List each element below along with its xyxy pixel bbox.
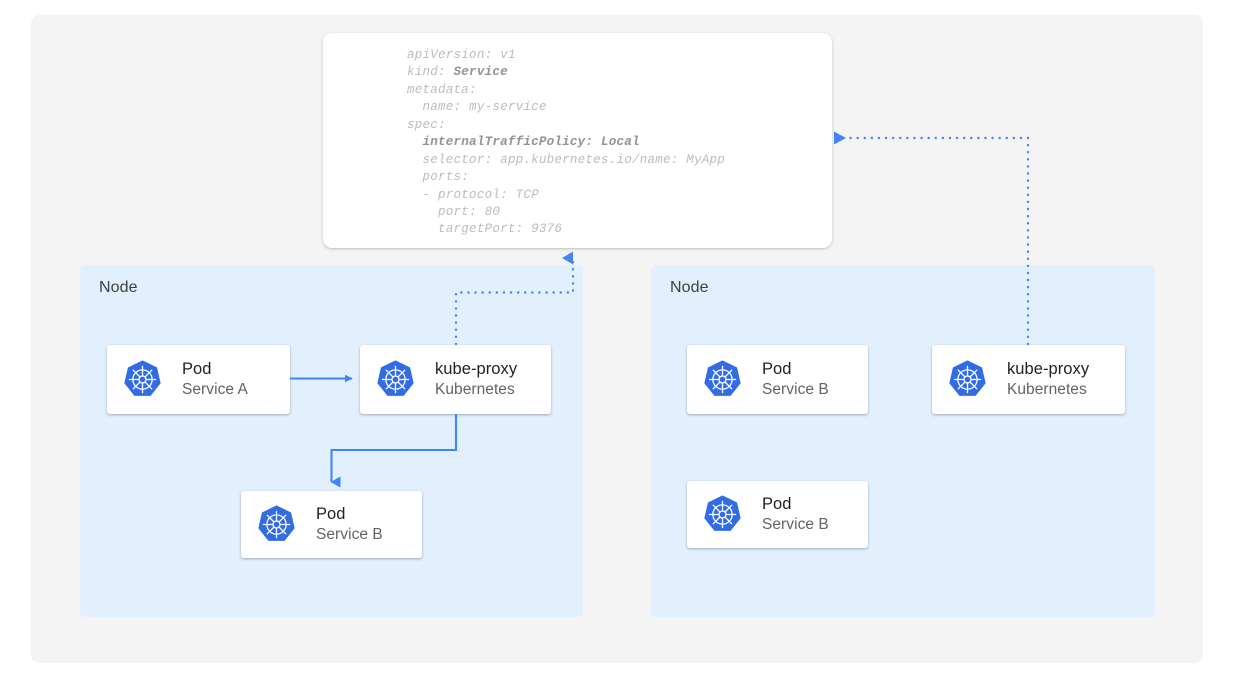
- card-title: Pod: [182, 360, 212, 378]
- card-title: kube-proxy: [1007, 360, 1090, 378]
- node-panel-right: Node: [651, 265, 1155, 617]
- card-title: Pod: [762, 495, 792, 513]
- yaml-line: - protocol: TCP: [407, 187, 539, 202]
- card-subtitle: Service B: [762, 516, 829, 533]
- card-pod-service-b-left[interactable]: Pod Service B: [241, 491, 422, 558]
- card-kube-proxy-left[interactable]: kube-proxy Kubernetes: [360, 345, 551, 414]
- yaml-line: targetPort: 9376: [407, 222, 563, 237]
- yaml-line: apiVersion: v1: [407, 48, 516, 62]
- card-title: Pod: [316, 505, 346, 523]
- yaml-line: port: 80: [407, 204, 501, 219]
- node-label: Node: [670, 279, 709, 296]
- kubernetes-icon: [947, 359, 988, 400]
- yaml-line: kind: Service: [407, 65, 508, 80]
- card-subtitle: Service B: [762, 381, 829, 398]
- kubernetes-icon: [702, 494, 743, 535]
- service-spec-card: apiVersion: v1 kind: Service metadata: nam…: [323, 33, 832, 248]
- card-kube-proxy-right[interactable]: kube-proxy Kubernetes: [932, 345, 1125, 414]
- card-title: Pod: [762, 360, 792, 378]
- card-pod-service-b-right-top[interactable]: Pod Service B: [687, 345, 868, 414]
- card-pod-service-a[interactable]: Pod Service A: [107, 345, 290, 414]
- service-spec-yaml: apiVersion: v1 kind: Service metadata: nam…: [407, 47, 725, 239]
- kubernetes-icon: [702, 359, 743, 400]
- kubernetes-icon: [122, 359, 163, 400]
- card-pod-service-b-right-bottom[interactable]: Pod Service B: [687, 481, 868, 548]
- card-subtitle: Kubernetes: [435, 381, 515, 398]
- yaml-line: internalTrafficPolicy: Local: [422, 135, 640, 150]
- node-label: Node: [99, 279, 138, 296]
- card-title: kube-proxy: [435, 360, 518, 378]
- yaml-line: ports:: [407, 170, 470, 185]
- kubernetes-icon: [256, 504, 297, 545]
- node-panel-left: Node: [80, 265, 583, 617]
- yaml-line: selector: app.kubernetes.io/name: MyApp: [407, 152, 726, 167]
- card-subtitle: Kubernetes: [1007, 381, 1087, 398]
- yaml-line: metadata:: [407, 82, 477, 97]
- yaml-line: spec:: [407, 117, 446, 132]
- card-subtitle: Service A: [182, 381, 248, 398]
- yaml-line: name: my-service: [407, 100, 547, 115]
- kubernetes-icon: [375, 359, 416, 400]
- card-subtitle: Service B: [316, 526, 383, 543]
